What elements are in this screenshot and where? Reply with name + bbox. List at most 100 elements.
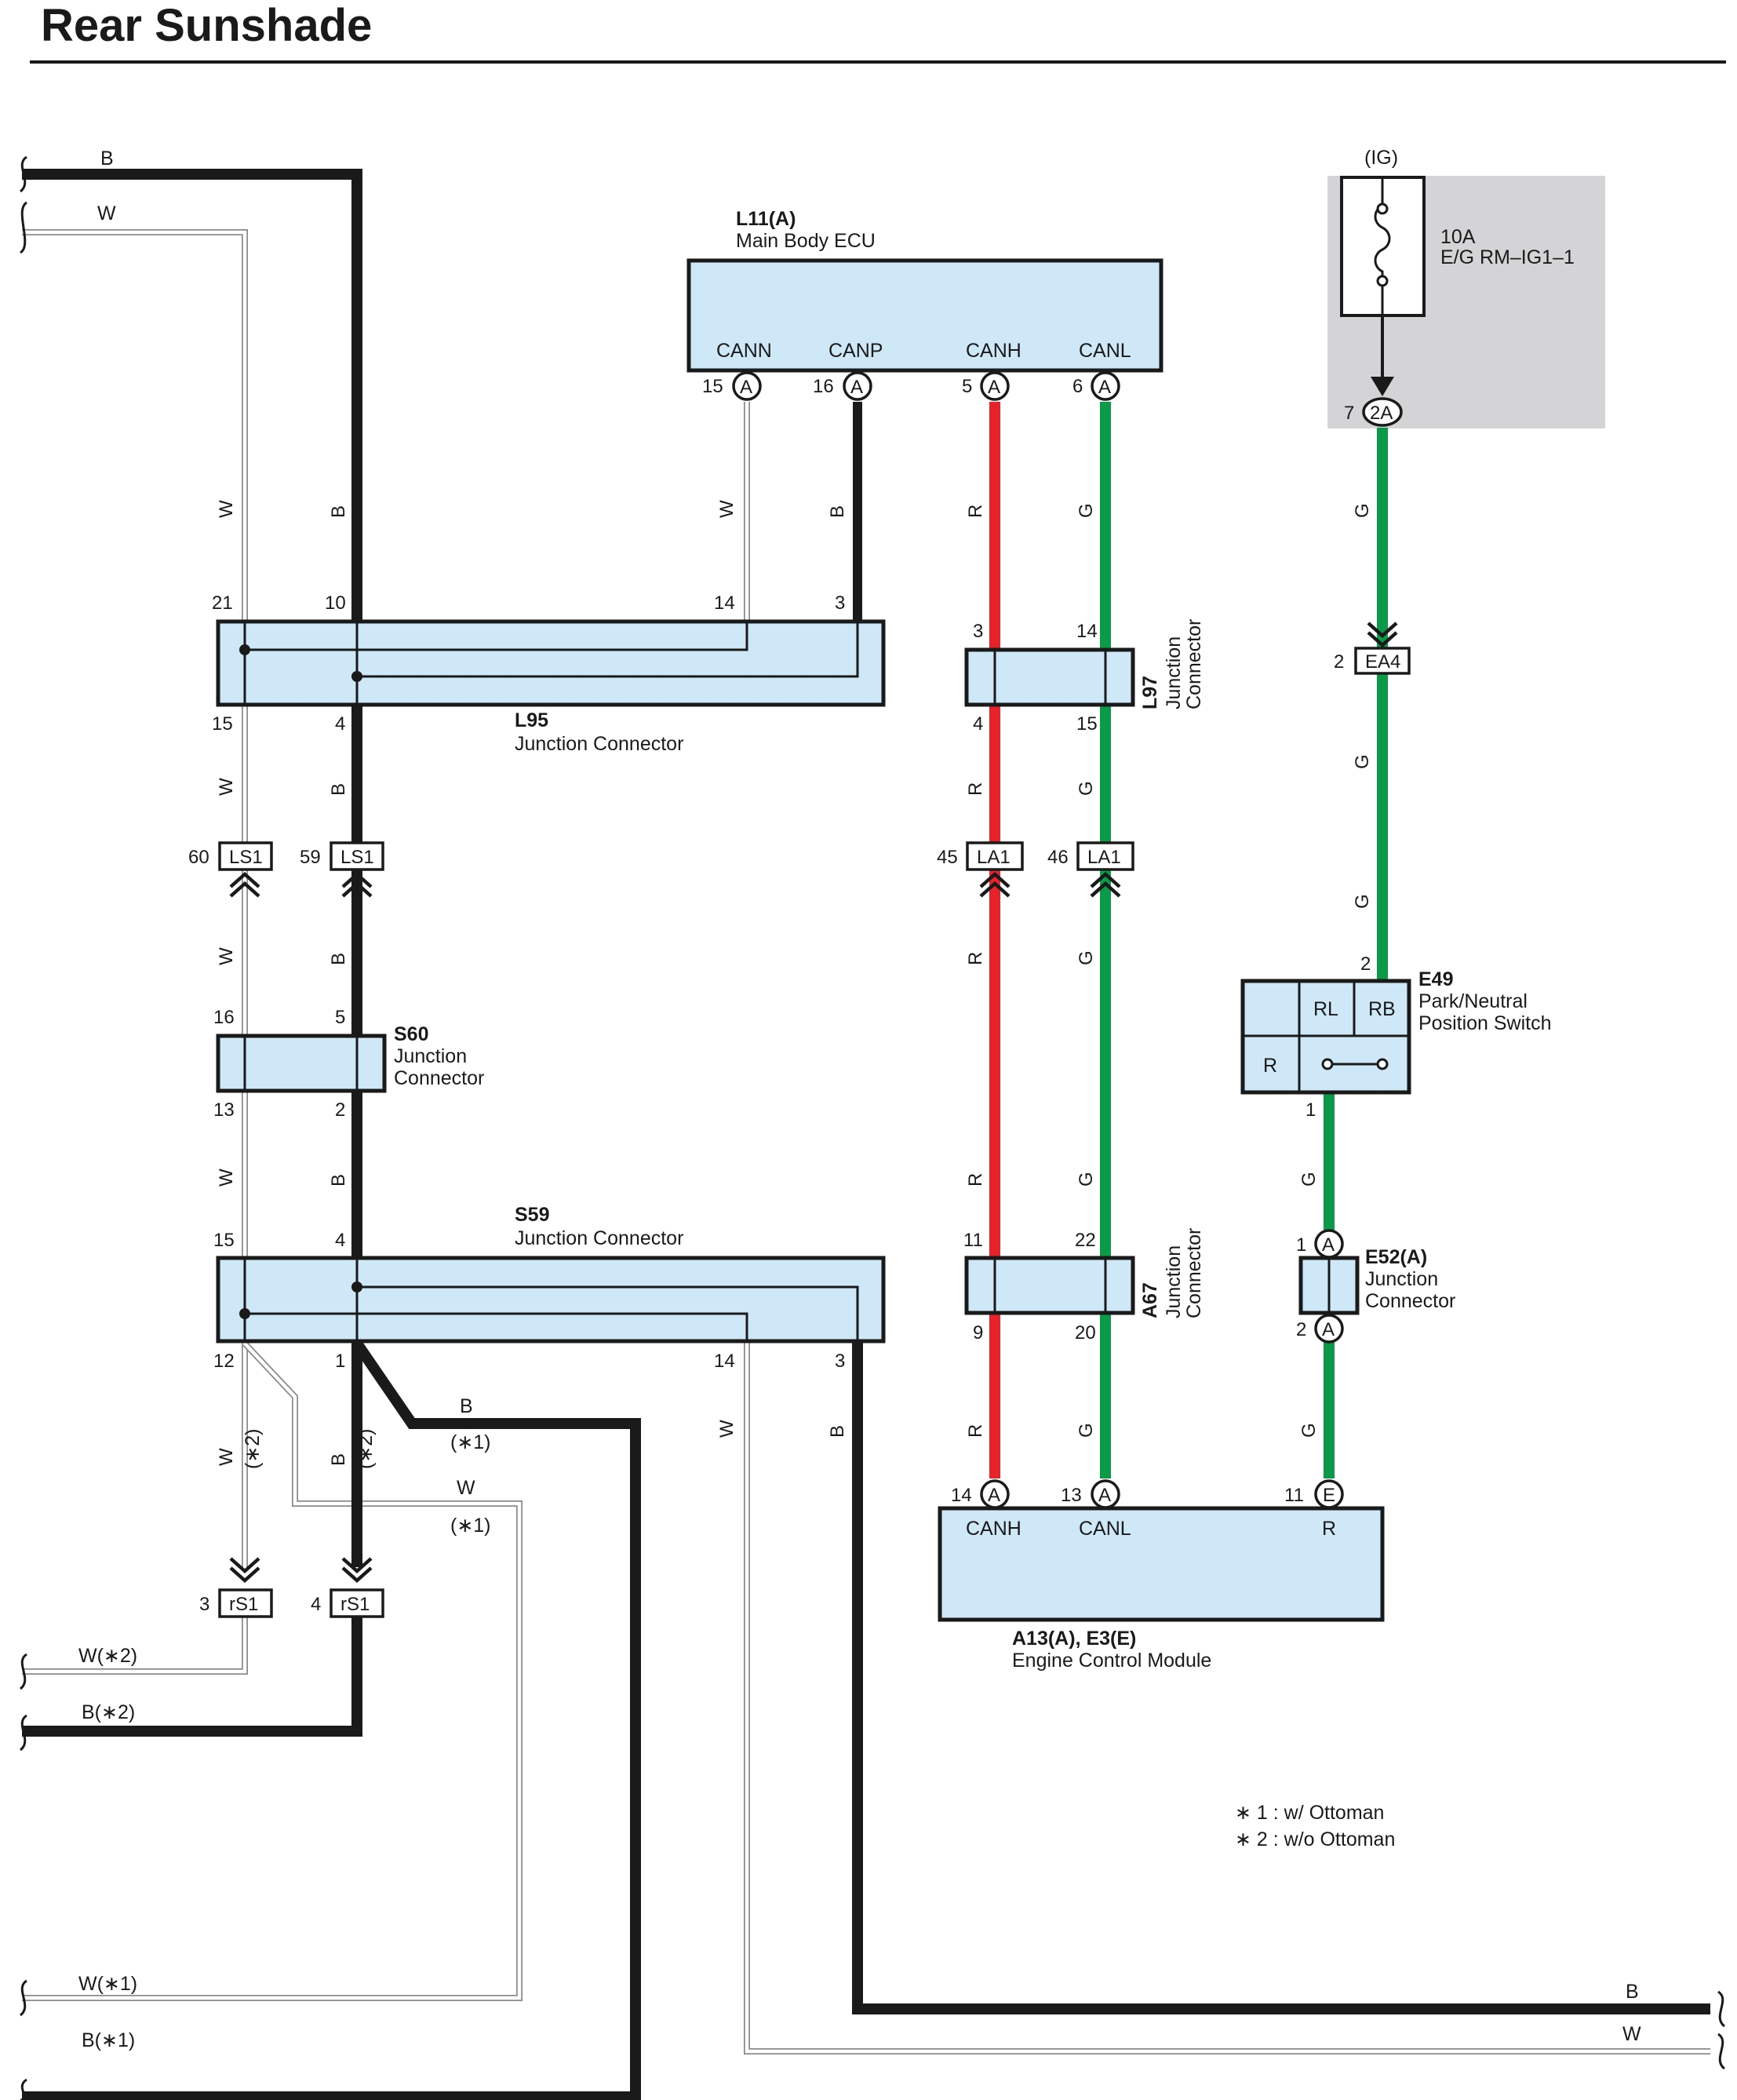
s59-w-note: (∗1) [450, 1515, 491, 1537]
ls1-b-name: LS1 [340, 847, 374, 868]
s59-junction-connector [216, 1256, 886, 1343]
left-w2-label: W(∗2) [78, 1645, 137, 1667]
la1-b-name: LA1 [1087, 847, 1121, 868]
top-b-label: B [100, 148, 114, 170]
a67-pin-22: 22 [1075, 1230, 1096, 1251]
svg-text:W: W [216, 947, 237, 965]
ecm-pin-13-conn: A [1098, 1485, 1111, 1506]
wire-break-marks [19, 155, 1726, 2100]
s59-id: S59 [515, 1204, 549, 1226]
ecu-pin-5-conn: A [988, 377, 1000, 398]
wire-color-labels: W B W B R G G W B R G G G W B R G W B R … [216, 500, 1373, 1466]
ls1-b-pin: 59 [300, 847, 321, 868]
s60-junction-connector [216, 1034, 387, 1093]
l95-junction-connector [216, 619, 886, 707]
fuse-terminal-top [1376, 202, 1389, 215]
ecm-terminal-r: R [1322, 1518, 1336, 1540]
rs1-a-connector [218, 1588, 273, 1618]
ls1-connectors [218, 841, 384, 898]
ecm-name: Engine Control Module [1012, 1650, 1211, 1672]
s60-pin-13: 13 [213, 1099, 235, 1121]
l95-name: Junction Connector [515, 733, 683, 755]
ecu-pin-markers [732, 371, 1120, 401]
e52-name-1: Junction [1365, 1268, 1438, 1290]
svg-text:W: W [716, 500, 737, 518]
e52-pin-2: 2 [1296, 1319, 1306, 1340]
main-body-ecu-name: Main Body ECU [736, 230, 876, 252]
a67-name-1: Junction [1163, 1245, 1185, 1318]
la1-connectors [966, 841, 1134, 898]
svg-text:B: B [328, 783, 349, 796]
svg-text:B: B [328, 1174, 349, 1187]
e49-cell-rb: RB [1368, 998, 1396, 1020]
fuse-rating: 10A [1440, 226, 1476, 248]
a67-pin-11: 11 [963, 1230, 983, 1251]
legend-note-1: ∗ 1 : w/ Ottoman [1235, 1802, 1384, 1824]
e49-id: E49 [1418, 968, 1453, 990]
fuse-arrow-icon [1371, 377, 1394, 396]
rs1-b-connector [330, 1588, 384, 1618]
svg-text:G: G [1076, 1172, 1097, 1187]
s59-pin-4: 4 [335, 1230, 345, 1251]
note-2-white: (∗2) [242, 1428, 264, 1469]
l95-pin-10: 10 [325, 592, 346, 614]
l95-id: L95 [515, 709, 548, 731]
ls1-a-pin: 60 [188, 847, 209, 868]
svg-text:W: W [716, 1420, 737, 1438]
rs1-a-name: rS1 [229, 1594, 258, 1615]
fuse-output-pin [1362, 397, 1403, 427]
e52-pin-1: 1 [1296, 1234, 1306, 1256]
s59-pin-3: 3 [835, 1351, 845, 1372]
svg-text:G: G [1076, 1423, 1097, 1438]
l95-internal-links [239, 622, 859, 705]
a67-name-2: Connector [1183, 1228, 1205, 1318]
fuse-output-pin-number: 7 [1344, 403, 1354, 424]
la1-b-pin: 46 [1047, 847, 1069, 868]
right-b-label: B [1626, 1981, 1639, 2003]
black-wires [22, 169, 1710, 2100]
svg-text:G: G [1352, 503, 1373, 518]
right-w-label: W [1622, 2023, 1641, 2045]
e49-cell-rl: RL [1313, 998, 1338, 1020]
svg-text:G: G [1352, 894, 1373, 909]
ecm-pin-markers [980, 1479, 1344, 1509]
e52-pin-2-conn: A [1322, 1319, 1335, 1340]
s60-pin-16: 16 [213, 1007, 235, 1028]
ecu-pin-15-conn: A [740, 377, 752, 398]
ecu-pin-6-conn: A [1098, 377, 1111, 398]
e49-name-1: Park/Neutral [1418, 990, 1528, 1012]
svg-text:R: R [965, 505, 986, 518]
l97-pin-3: 3 [973, 621, 983, 642]
l95-pin-4: 4 [335, 713, 345, 735]
e49-pin-1: 1 [1305, 1099, 1316, 1121]
svg-text:B: B [328, 1453, 349, 1466]
s59-b-label: B [460, 1395, 473, 1417]
ecu-terminal-canh: CANH [966, 340, 1021, 362]
l97-junction-connector [964, 647, 1135, 707]
l97-pin-4: 4 [973, 713, 983, 735]
svg-text:W: W [216, 500, 237, 518]
ecm-terminal-canl: CANL [1079, 1518, 1131, 1540]
rs1-chevron-icons [229, 1557, 373, 1584]
s60-pin-2: 2 [335, 1099, 345, 1121]
l97-name-2: Connector [1183, 619, 1205, 709]
e49-cell-r: R [1263, 1055, 1277, 1077]
page-title: Rear Sunshade [41, 0, 372, 51]
l97-name-1: Junction [1163, 636, 1185, 709]
svg-text:G: G [1076, 950, 1097, 965]
s60-name-1: Junction [394, 1045, 467, 1067]
left-b2-label: B(∗2) [82, 1701, 135, 1723]
s59-pin-12: 12 [213, 1351, 235, 1372]
e49-pin-2: 2 [1360, 953, 1371, 975]
s59-name: Junction Connector [515, 1227, 683, 1249]
fuse-output-conn: 2A [1370, 403, 1393, 424]
s59-pin-15: 15 [213, 1230, 235, 1251]
svg-text:W: W [216, 778, 237, 796]
engine-control-module [938, 1506, 1385, 1622]
l97-pin-14: 14 [1076, 621, 1098, 642]
e52-pin-1-conn: A [1322, 1234, 1335, 1256]
svg-text:G: G [1298, 1423, 1320, 1438]
ea4-name: EA4 [1365, 651, 1400, 673]
fuse-icon [1374, 179, 1391, 314]
